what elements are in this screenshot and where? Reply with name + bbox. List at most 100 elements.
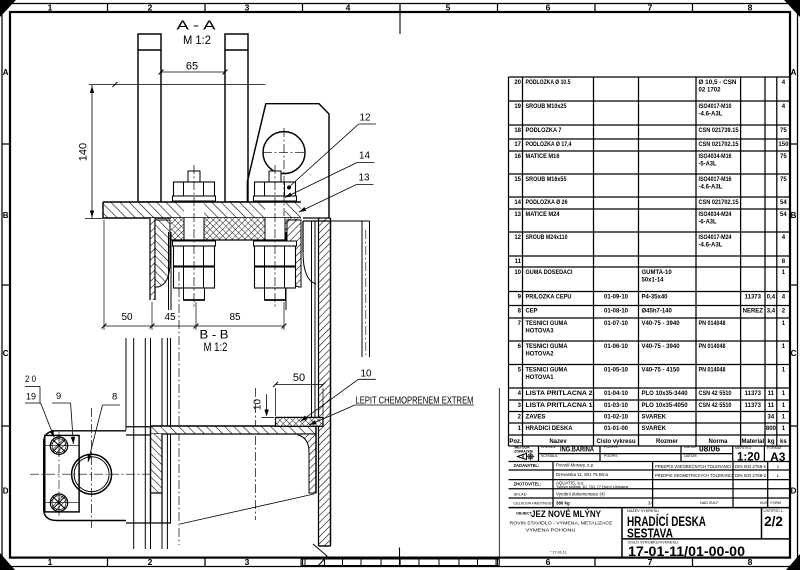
svg-text:DATUM: DATUM [684, 445, 697, 449]
svg-text:12: 12 [514, 235, 521, 241]
svg-text:DIN ISO 2768-2: DIN ISO 2768-2 [735, 473, 767, 478]
svg-text:9: 9 [56, 391, 61, 402]
svg-text:7: 7 [648, 3, 653, 13]
svg-text:A: A [3, 68, 9, 77]
svg-text:20: 20 [514, 80, 521, 86]
svg-text:Drevarska 11, 601 75 Brno: Drevarska 11, 601 75 Brno [556, 472, 609, 477]
svg-text:11373: 11373 [745, 391, 762, 397]
svg-text:Nazev: Nazev [549, 439, 567, 445]
svg-text:ISO4034-M16: ISO4034-M16 [699, 154, 733, 160]
svg-text:PN 014048: PN 014048 [699, 344, 727, 350]
svg-text:11: 11 [515, 259, 522, 265]
svg-text:6: 6 [546, 557, 551, 567]
svg-text:PLO 10x35-4050: PLO 10x35-4050 [642, 403, 689, 409]
svg-text:PODLOZKA 7: PODLOZKA 7 [526, 128, 563, 134]
svg-text:ZOBRAZENI: ZOBRAZENI [514, 448, 533, 453]
svg-text:19: 19 [514, 104, 521, 110]
svg-text:08/06: 08/06 [699, 444, 721, 453]
svg-text:SROUB M24x110: SROUB M24x110 [526, 235, 569, 241]
svg-text:85: 85 [229, 312, 241, 323]
svg-text:B: B [791, 211, 797, 220]
svg-text:7: 7 [518, 321, 522, 327]
svg-text:-4.6-A3L: -4.6-A3L [699, 185, 723, 191]
svg-text:75: 75 [780, 154, 787, 160]
svg-text:9: 9 [518, 295, 522, 301]
svg-text:CEP: CEP [526, 309, 538, 315]
svg-text:SCHVALIL: SCHVALIL [541, 454, 558, 458]
svg-text:MATICE M24: MATICE M24 [526, 212, 561, 218]
svg-text:2: 2 [148, 3, 153, 13]
svg-text:8: 8 [518, 309, 522, 315]
svg-text:1:20: 1:20 [737, 452, 760, 464]
svg-text:4: 4 [782, 295, 786, 301]
svg-text:8: 8 [748, 557, 753, 567]
svg-text:JEZ NOVÉ MLÝNY: JEZ NOVÉ MLÝNY [531, 508, 602, 520]
svg-text:LEPIT CHEMOPRENEM EXTREM: LEPIT CHEMOPRENEM EXTREM [356, 396, 474, 407]
svg-text:11373: 11373 [745, 295, 762, 301]
svg-text:2 0: 2 0 [25, 374, 36, 385]
svg-text:18: 18 [514, 128, 521, 134]
svg-text:SROUB M10x25: SROUB M10x25 [526, 104, 568, 110]
svg-text:NEREZ: NEREZ [743, 309, 764, 315]
svg-text:A: A [791, 68, 797, 77]
svg-text:01-01-00: 01-01-00 [604, 426, 629, 432]
svg-text:kg: kg [767, 439, 774, 445]
svg-text:ISO4017-M24: ISO4017-M24 [699, 235, 733, 241]
svg-text:-4.6-A3L: -4.6-A3L [699, 112, 723, 118]
svg-text:HRADÍCÍ DESKA: HRADÍCÍ DESKA [627, 514, 706, 529]
svg-text:1: 1 [782, 391, 786, 397]
svg-text:MERITKO: MERITKO [735, 446, 752, 450]
svg-text:8: 8 [112, 392, 117, 403]
svg-text:11: 11 [768, 391, 775, 397]
svg-text:Material: Material [741, 439, 764, 445]
svg-text:CSN 021702.15: CSN 021702.15 [699, 142, 740, 148]
svg-text:01-08-10: 01-08-10 [604, 309, 629, 315]
svg-text:SVAREK: SVAREK [642, 415, 667, 421]
svg-text:B - B: B - B [200, 328, 229, 342]
svg-text:12: 12 [360, 112, 371, 124]
svg-text:Ø45h7-140: Ø45h7-140 [642, 309, 673, 315]
svg-text:LISTA PRITLACNA 2: LISTA PRITLACNA 2 [526, 391, 594, 397]
svg-text:SESTAVA: SESTAVA [627, 525, 673, 540]
svg-text:PN 014048: PN 014048 [699, 321, 727, 327]
svg-text:0,4: 0,4 [767, 295, 776, 301]
svg-text:M 1:2: M 1:2 [183, 33, 211, 47]
svg-text:8: 8 [782, 259, 786, 265]
svg-text:140: 140 [78, 143, 90, 161]
svg-text:01-02-10: 01-02-10 [604, 415, 629, 421]
svg-text:10: 10 [253, 399, 264, 411]
svg-text:2: 2 [782, 309, 786, 315]
svg-text:-4.6-A3L: -4.6-A3L [699, 243, 723, 249]
svg-text:DATUM: DATUM [684, 454, 697, 458]
svg-text:75: 75 [780, 177, 787, 183]
svg-text:50: 50 [293, 372, 305, 384]
svg-text:ZHOTOVITEL:: ZHOTOVITEL: [514, 482, 542, 487]
svg-text:TESNICI GUMA: TESNICI GUMA [526, 321, 569, 327]
svg-text:PREDPIS GEOMETRICKYCH TOLERANC: PREDPIS GEOMETRICKYCH TOLERANCI [655, 473, 733, 478]
svg-text:01-07-10: 01-07-10 [604, 321, 629, 327]
svg-text:c: c [777, 464, 780, 469]
svg-text:-5-A3L: -5-A3L [699, 162, 717, 168]
svg-text:4: 4 [782, 80, 786, 86]
svg-text:2/2: 2/2 [764, 514, 783, 529]
svg-text:V40-75 - 3940: V40-75 - 3940 [642, 344, 681, 350]
svg-text:NAZEV VYKRESU: NAZEV VYKRESU [627, 509, 659, 513]
svg-text:2: 2 [518, 415, 522, 421]
svg-text:CSN 021739.15: CSN 021739.15 [699, 128, 740, 134]
svg-text:1: 1 [782, 368, 786, 374]
svg-text:PRILOZKA CEPU: PRILOZKA CEPU [526, 295, 572, 301]
svg-text:PLO 10x35-3440: PLO 10x35-3440 [642, 391, 689, 397]
svg-text:11: 11 [768, 403, 775, 409]
svg-text:ISO4034-M24: ISO4034-M24 [699, 212, 733, 218]
svg-text:01-03-10: 01-03-10 [604, 403, 629, 409]
svg-text:1: 1 [782, 270, 786, 276]
svg-text:PREDPIS VSEOBECNYCH TOLERANCI: PREDPIS VSEOBECNYCH TOLERANCI [655, 464, 731, 469]
svg-text:34: 34 [768, 415, 775, 421]
svg-text:10: 10 [514, 270, 521, 276]
svg-text:13: 13 [514, 212, 521, 218]
svg-text:Rozmer: Rozmer [656, 439, 679, 445]
svg-text:19: 19 [26, 392, 36, 403]
svg-text:PN 014048: PN 014048 [699, 368, 727, 374]
svg-text:ISO4017-M16: ISO4017-M16 [699, 177, 733, 183]
svg-text:GUMTA-10: GUMTA-10 [642, 270, 673, 276]
